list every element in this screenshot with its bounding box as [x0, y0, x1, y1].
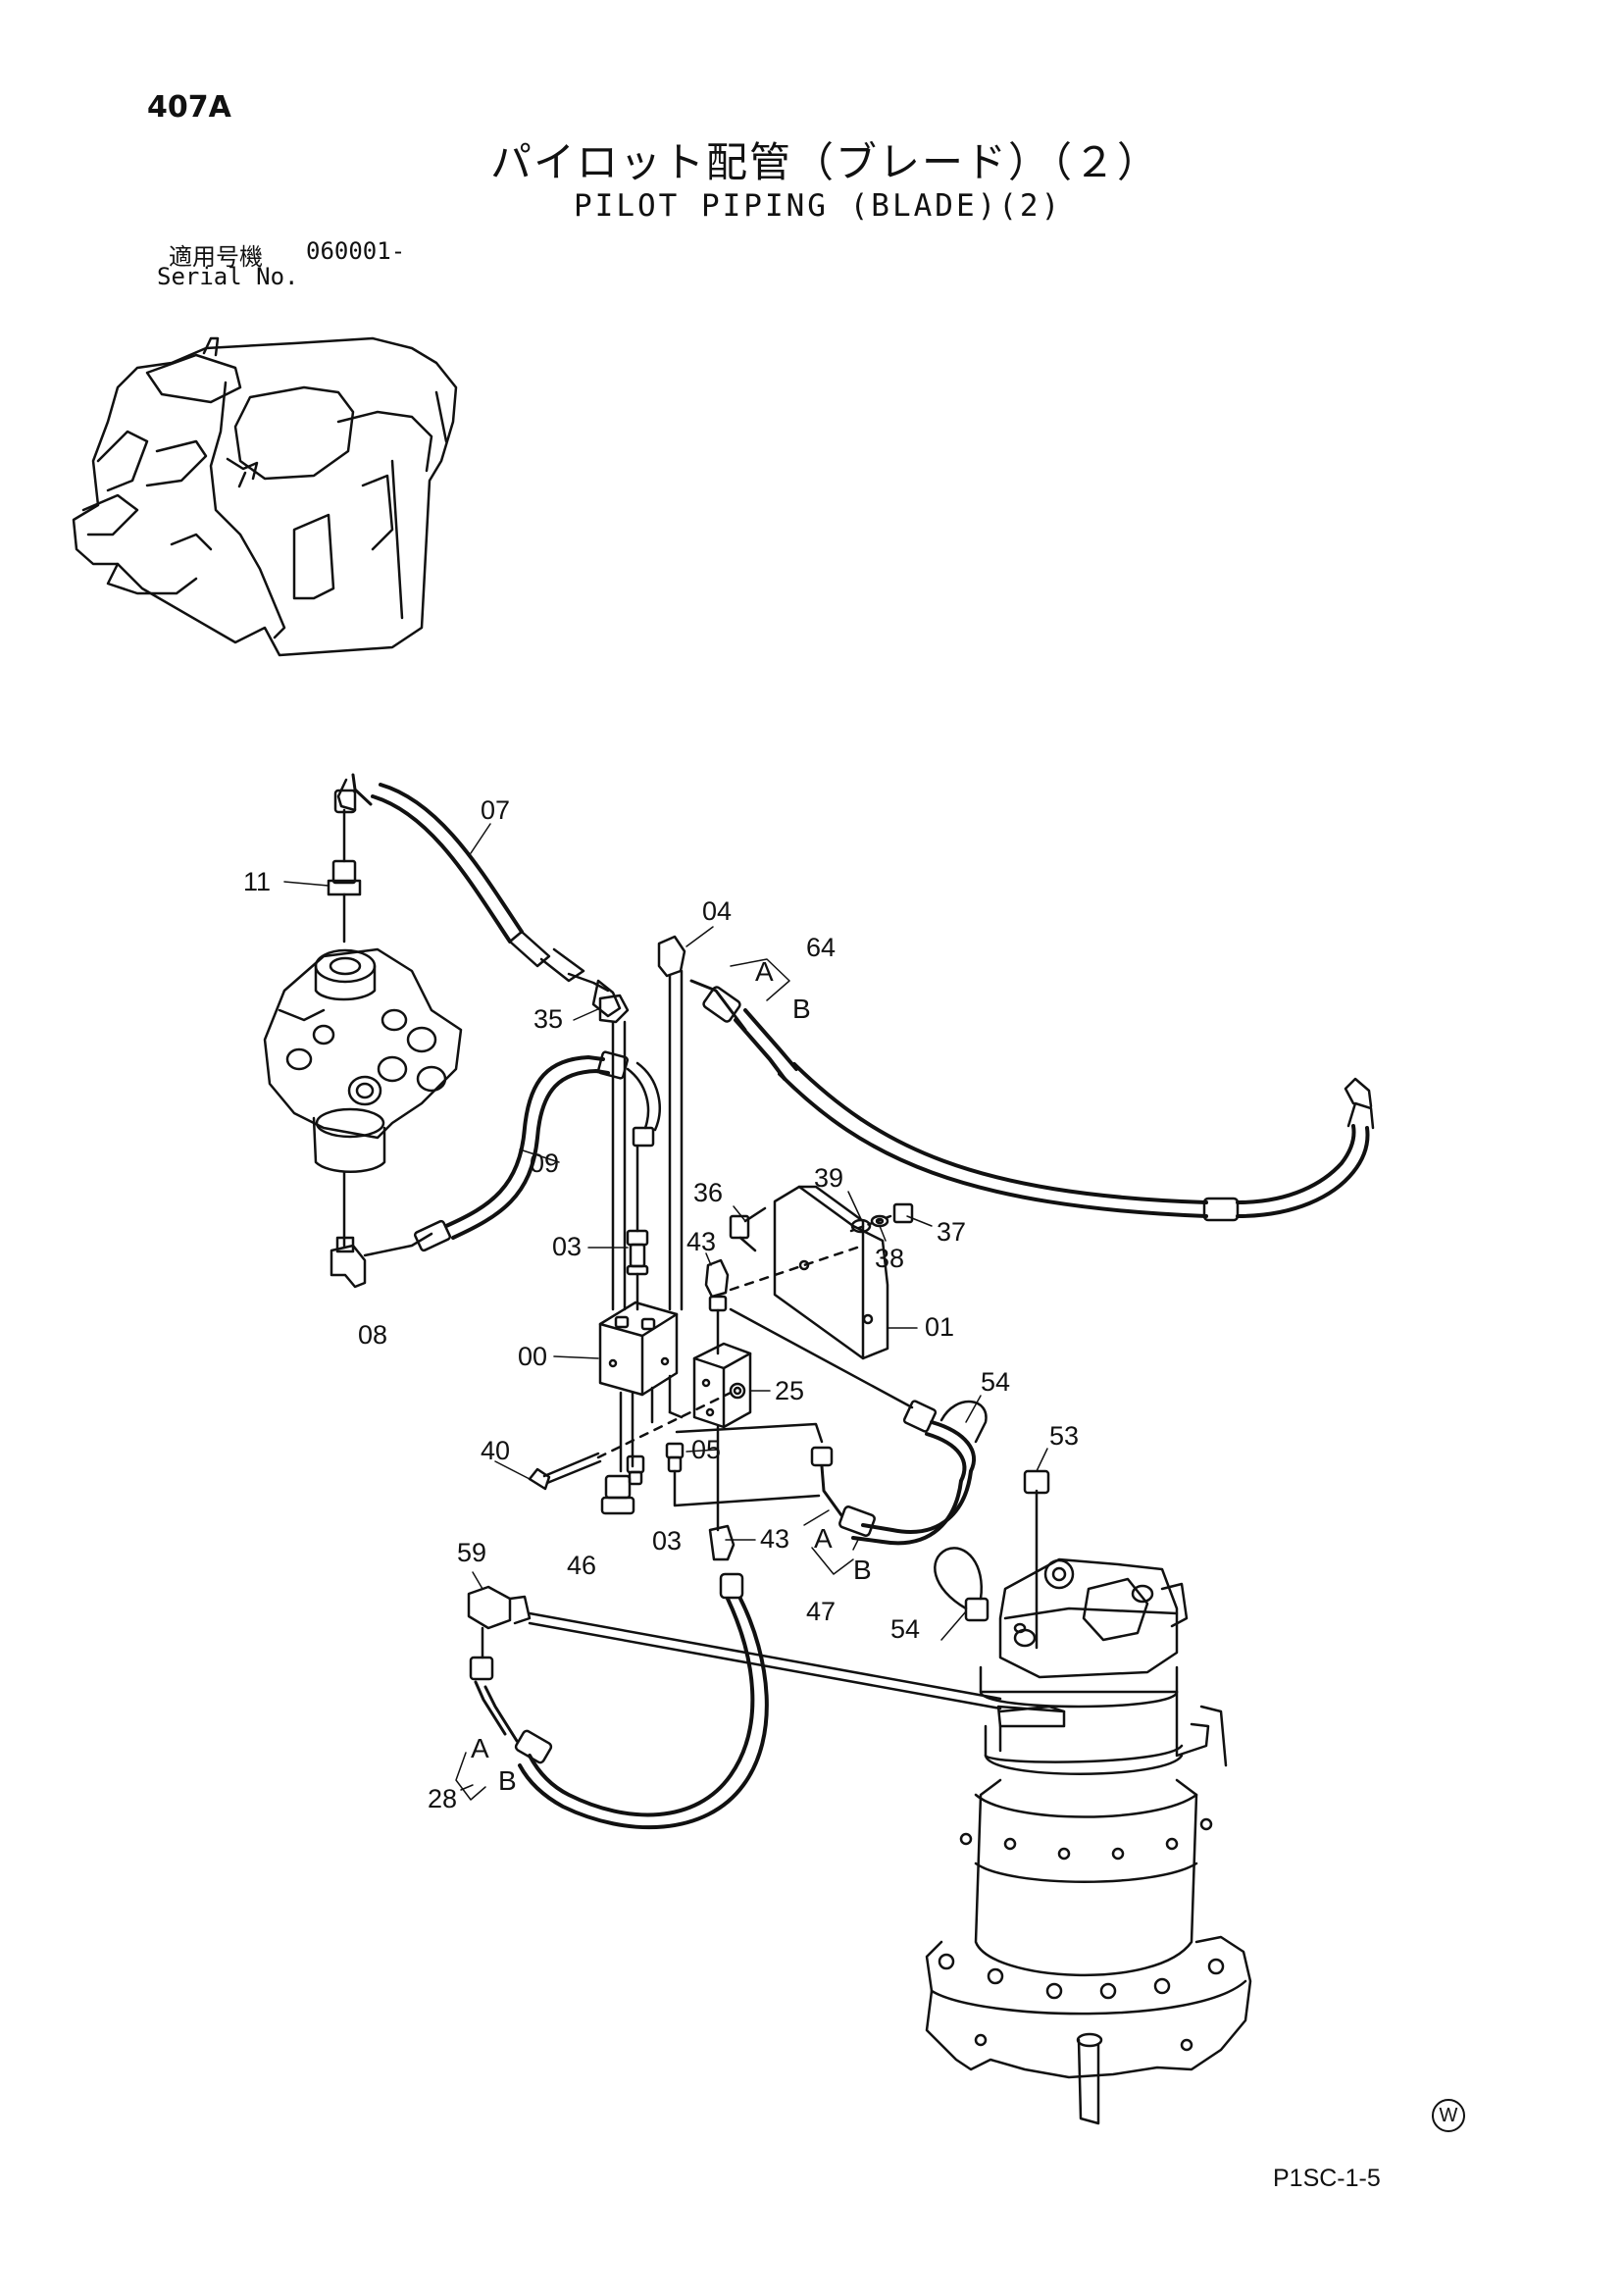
page-number: 407A	[147, 90, 231, 125]
hose-64	[657, 935, 1375, 1311]
callout-36: 36	[693, 1178, 723, 1207]
bolt-37	[849, 1202, 914, 1233]
callout-00: 00	[518, 1342, 547, 1371]
callout-03-upper: 03	[552, 1232, 582, 1261]
swing-motor	[925, 1469, 1252, 2125]
callout-43-upper: 43	[686, 1227, 716, 1256]
hose-54-lower	[934, 1547, 990, 1622]
fitting-43-lower	[708, 1425, 736, 1561]
callout-43-lower: 43	[760, 1524, 789, 1554]
callout-04: 04	[702, 896, 732, 926]
fitting-46	[600, 1474, 635, 1515]
serial-value: 060001-	[306, 237, 406, 265]
callout-01: 01	[925, 1312, 954, 1342]
hose-28	[469, 1572, 769, 1830]
hose-54-upper	[729, 1307, 988, 1483]
title-english: PILOT PIPING (BLADE)(2)	[574, 188, 1063, 224]
bracket-01	[773, 1185, 889, 1360]
hose-64-end-b: B	[792, 994, 811, 1024]
hose-47-end-b: B	[853, 1555, 872, 1585]
callout-53: 53	[1049, 1421, 1079, 1451]
hose-07	[333, 773, 622, 1018]
fitting-08	[330, 1236, 367, 1289]
hose-47	[820, 1464, 973, 1546]
bolt-36	[729, 1206, 767, 1252]
callout-47: 47	[806, 1597, 836, 1626]
callout-38: 38	[875, 1244, 904, 1273]
hose-28-end-b: B	[498, 1765, 517, 1796]
fitting-05-right	[665, 1422, 834, 1507]
callout-25: 25	[775, 1376, 804, 1405]
machine-locator-thumbnail	[72, 336, 458, 657]
callout-40: 40	[481, 1436, 510, 1465]
callout-39: 39	[814, 1163, 843, 1193]
callout-03-lower: 03	[652, 1526, 682, 1556]
callout-05: 05	[691, 1435, 721, 1464]
callout-54-upper: 54	[981, 1367, 1010, 1397]
callout-35: 35	[533, 1004, 563, 1034]
w-mark-symbol: W	[1432, 2099, 1465, 2132]
callout-37: 37	[937, 1217, 966, 1247]
callout-09: 09	[530, 1148, 559, 1178]
control-valve	[263, 947, 463, 1248]
hose-64-end-a: A	[755, 956, 774, 987]
drawing-code: P1SC-1-5	[1273, 2165, 1381, 2192]
serial-label-japanese: 適用号機	[169, 243, 263, 271]
fitting-35	[598, 994, 630, 1311]
callout-07: 07	[481, 795, 510, 825]
fitting-11	[327, 808, 362, 944]
hose-09	[363, 1050, 661, 1257]
hose-47-end-a: A	[814, 1523, 833, 1554]
callout-labels: 07 11 04 64 35 09 36 39 37 38 03 43 01 0…	[243, 795, 1079, 1813]
leader-lines	[283, 823, 1048, 1801]
callout-54-lower: 54	[890, 1614, 920, 1644]
hose-28-end-a: A	[471, 1733, 489, 1763]
callout-64: 64	[806, 933, 836, 962]
callout-46: 46	[567, 1551, 596, 1580]
bolt-40	[528, 1391, 733, 1491]
fitting-03-upper	[626, 1145, 649, 1311]
block-00	[598, 1301, 684, 1473]
tee-fitting-59	[467, 1585, 1002, 1710]
block-25	[692, 1342, 752, 1429]
callout-11: 11	[243, 867, 271, 896]
title-japanese: パイロット配管（ブレード）（２）	[490, 138, 1161, 186]
callout-59: 59	[457, 1538, 486, 1567]
callout-08: 08	[358, 1320, 387, 1350]
callout-28: 28	[428, 1784, 457, 1813]
serial-label-english: Serial No.	[157, 263, 299, 290]
